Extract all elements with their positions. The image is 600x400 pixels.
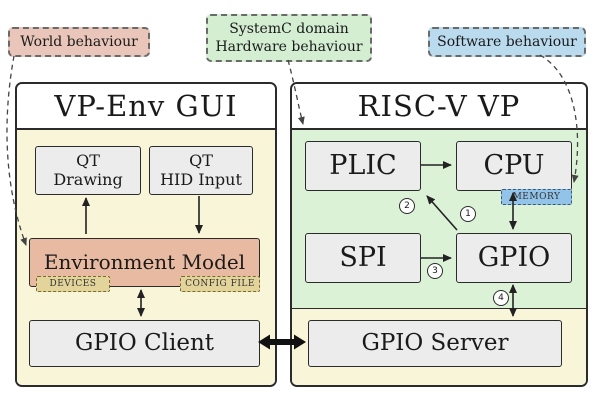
config-file-tag: CONFIG FILE bbox=[180, 276, 260, 292]
cpu-box: CPU bbox=[456, 141, 572, 191]
spi-label: SPI bbox=[339, 242, 387, 274]
systemc-domain-cloud: SystemC domain Hardware behaviour bbox=[206, 14, 372, 62]
qt-hid-input-box: QT HID Input bbox=[149, 146, 253, 195]
gpio-server-label: GPIO Server bbox=[361, 330, 509, 357]
memory-tag-label: MEMORY bbox=[512, 192, 561, 202]
marker-3-label: 3 bbox=[432, 266, 438, 276]
qt-hid-input-label: QT HID Input bbox=[160, 151, 242, 189]
devices-tag-label: DEVICES bbox=[49, 279, 97, 289]
world-behaviour-cloud: World behaviour bbox=[8, 27, 150, 57]
gpio-server-box: GPIO Server bbox=[308, 320, 562, 367]
marker-4: 4 bbox=[493, 290, 509, 306]
riscv-vp-title: RISC-V VP bbox=[292, 84, 586, 130]
spi-box: SPI bbox=[305, 233, 421, 283]
software-behaviour-cloud: Software behaviour bbox=[428, 27, 586, 57]
gpio-label: GPIO bbox=[477, 242, 551, 274]
marker-3: 3 bbox=[427, 263, 443, 279]
config-file-tag-label: CONFIG FILE bbox=[185, 279, 255, 289]
environment-model-label: Environment Model bbox=[43, 250, 246, 274]
qt-drawing-label: QT Drawing bbox=[53, 151, 123, 189]
systemc-domain-label: SystemC domain Hardware behaviour bbox=[215, 20, 363, 55]
plic-label: PLIC bbox=[329, 150, 397, 182]
gpio-client-box: GPIO Client bbox=[29, 320, 260, 367]
plic-box: PLIC bbox=[305, 141, 421, 191]
vp-env-gui-title: VP-Env GUI bbox=[17, 84, 275, 130]
marker-4-label: 4 bbox=[498, 293, 504, 303]
cpu-label: CPU bbox=[483, 150, 545, 182]
memory-tag: MEMORY bbox=[501, 189, 572, 205]
marker-2: 2 bbox=[399, 198, 415, 214]
marker-1: 1 bbox=[460, 206, 476, 222]
marker-2-label: 2 bbox=[404, 201, 410, 211]
devices-tag: DEVICES bbox=[36, 276, 110, 292]
gpio-client-label: GPIO Client bbox=[74, 330, 215, 357]
gpio-box: GPIO bbox=[456, 233, 572, 283]
qt-drawing-box: QT Drawing bbox=[35, 146, 141, 195]
software-behaviour-label: Software behaviour bbox=[437, 33, 577, 50]
marker-1-label: 1 bbox=[465, 209, 471, 219]
world-behaviour-label: World behaviour bbox=[20, 33, 138, 50]
